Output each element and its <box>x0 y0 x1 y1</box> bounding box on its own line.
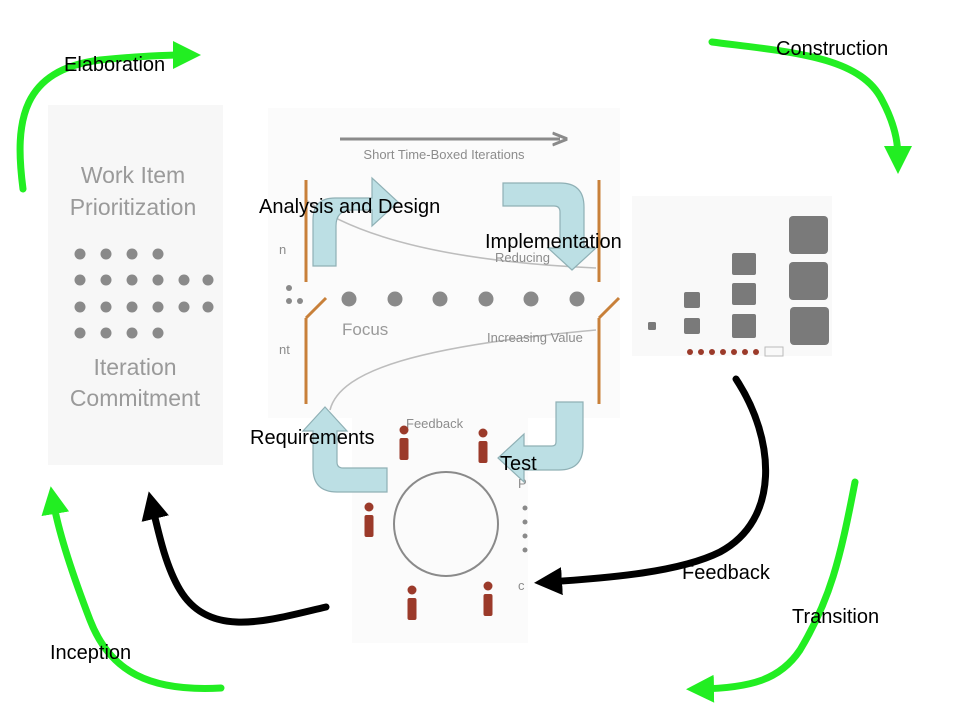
timeline-label: Short Time-Boxed Iterations <box>363 147 525 162</box>
test-arrow <box>497 401 584 484</box>
meeting-table <box>393 471 499 577</box>
focus-label: Focus <box>342 320 388 339</box>
left-panel-title-line2: Prioritization <box>70 194 197 220</box>
requirements-arrow <box>301 406 388 493</box>
construction-arrow <box>708 38 912 174</box>
focus-dots <box>286 285 585 307</box>
left-panel-background <box>48 105 223 465</box>
phase-label-transition: Transition <box>792 606 879 628</box>
phase-label-construction: Construction <box>776 38 888 60</box>
reducing-label: Reducing <box>495 250 550 265</box>
transition-arrow <box>686 478 859 703</box>
activity-arrows <box>301 176 598 493</box>
activity-label-analysis-design: Analysis and Design <box>259 196 440 218</box>
bottom-fragment-c: c <box>518 578 525 593</box>
activity-label-test: Test <box>500 453 537 475</box>
left-fragment-bottom: nt <box>279 342 290 357</box>
left-fragment-top: n <box>279 242 286 257</box>
left-panel-title-line1: Work Item <box>81 162 185 188</box>
work-item-prioritization-panel: Work Item Prioritization Iteration Commi… <box>70 162 214 411</box>
feedback-arrow-right <box>534 375 770 596</box>
elaboration-arrow <box>16 41 201 193</box>
feedback-arrow-left <box>141 491 330 626</box>
bottom-fragment-p: P <box>518 476 527 491</box>
increasing-value-label: Increasing Value <box>487 330 583 345</box>
activity-label-requirements: Requirements <box>250 427 375 449</box>
team-meeting-panel: c P <box>364 425 528 620</box>
phase-cycle-arrows <box>16 38 912 703</box>
meeting-dots <box>522 505 528 553</box>
iteration-focus-panel: Short Time-Boxed Iterations Reducing Inc… <box>279 139 621 431</box>
increasing-curve <box>329 329 597 411</box>
increment-blocks-panel <box>648 216 829 357</box>
feedback-fragment: Feedback <box>406 416 464 431</box>
phase-label-inception: Inception <box>50 642 131 664</box>
team-members <box>364 425 493 620</box>
work-item-dots <box>74 248 214 339</box>
left-panel-footer-line1: Iteration <box>93 354 176 380</box>
gate-bars <box>304 180 621 404</box>
implementation-arrow <box>502 182 598 271</box>
activity-label-implementation: Implementation <box>485 231 622 253</box>
bottom-panel-background <box>352 418 528 643</box>
left-panel-footer-line2: Commitment <box>70 385 201 411</box>
phase-label-elaboration: Elaboration <box>64 54 165 76</box>
feedback-label: Feedback <box>682 562 771 584</box>
feedback-arrows <box>141 375 770 626</box>
inception-arrow <box>41 486 225 692</box>
analysis-design-arrow <box>312 176 399 267</box>
